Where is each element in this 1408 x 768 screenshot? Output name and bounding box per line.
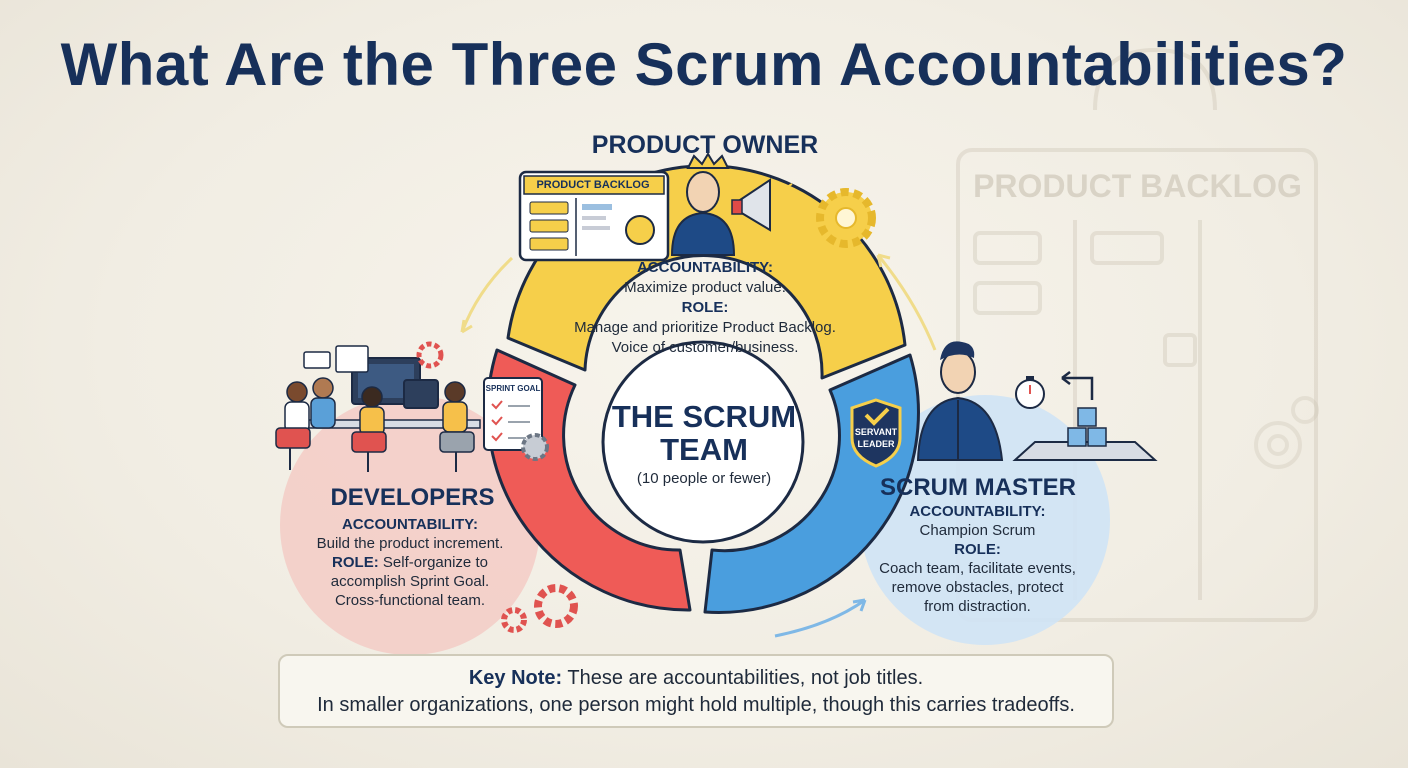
background-gear-icon	[1254, 396, 1319, 469]
badge-line-2: LEADER	[857, 439, 895, 449]
dev-accountability: Build the product increment.	[316, 535, 504, 552]
dev-role-line-1: Self-organize to	[382, 554, 488, 571]
sprint-goal-label: SPRINT GOAL	[485, 384, 541, 393]
scrum-team-center	[601, 340, 805, 544]
developers-circle	[280, 395, 540, 655]
sm-role-line-2: remove obstacles, protect	[891, 579, 1064, 596]
dev-role-label: ROLE:	[332, 554, 379, 571]
scrum-master-person-icon	[916, 341, 1004, 461]
developers-team-icon	[275, 345, 481, 472]
product-owner-heading: PRODUCT OWNER	[591, 131, 819, 159]
dev-role-line-3: Cross-functional team.	[334, 592, 486, 609]
cycle-arrows	[460, 253, 937, 638]
red-gears-icon	[501, 584, 578, 633]
po-accountability: Maximize product value.	[624, 279, 786, 296]
dev-role-line-2: accomplish Sprint Goal.	[330, 573, 490, 590]
product-backlog-board-icon	[518, 170, 670, 262]
developers-gear-icon	[416, 341, 444, 369]
arrow-right-icon	[876, 254, 937, 351]
po-role-line-1: Manage and prioritize Product Backlog.	[574, 319, 836, 336]
dev-accountability-label: ACCOUNTABILITY:	[341, 516, 479, 533]
arrow-bottom-icon	[774, 598, 866, 638]
sm-role-label: ROLE:	[954, 541, 1001, 558]
key-note-box: Key Note: These are accountabilities, no…	[278, 654, 1114, 728]
blocks-icon	[1012, 371, 1158, 461]
scrum-team-title-line-2: TEAM	[660, 432, 748, 467]
po-role-label: ROLE:	[681, 299, 729, 316]
po-role-line-2: Voice of customer/business.	[611, 339, 799, 356]
product-backlog-label: PRODUCT BACKLOG	[536, 179, 650, 191]
sm-accountability-label: ACCOUNTABILITY:	[909, 503, 1046, 520]
background-board-label: PRODUCT BACKLOG	[973, 168, 1302, 204]
po-accountability-label: ACCOUNTABILITY:	[636, 259, 774, 276]
key-note-line-1: These are accountabilities, not job titl…	[567, 667, 924, 689]
page-title: What Are the Three Scrum Accountabilitie…	[60, 31, 1348, 98]
stopwatch-icon	[1015, 376, 1045, 409]
scrum-master-heading: SCRUM MASTER	[880, 474, 1076, 501]
key-note-label: Key Note:	[468, 667, 563, 689]
product-owner-details: ACCOUNTABILITY: Maximize product value. …	[540, 258, 870, 358]
sm-accountability: Champion Scrum	[919, 522, 1036, 539]
scrum-team-title-line-1: THE SCRUM	[611, 399, 797, 434]
badge-line-1: SERVANT	[854, 427, 898, 437]
key-note-line-2: In smaller organizations, one person mig…	[317, 694, 1075, 716]
developers-details: ACCOUNTABILITY: Build the product increm…	[290, 515, 530, 610]
developers-heading: DEVELOPERS	[330, 484, 495, 511]
scrum-team-subtitle: (10 people or fewer)	[636, 470, 772, 487]
servant-leader-badge-icon	[850, 398, 902, 468]
product-owner-person-icon	[670, 152, 736, 256]
sm-role-line-1: Coach team, facilitate events,	[879, 560, 1076, 577]
scrum-team-title: THE SCRUM TEAM	[604, 400, 804, 466]
arrow-left-icon	[460, 256, 514, 333]
sm-role-line-3: from distraction.	[924, 598, 1031, 615]
sprint-goal-clipboard-icon	[483, 377, 549, 461]
scrum-master-details: ACCOUNTABILITY: Champion Scrum ROLE: Coa…	[855, 502, 1100, 616]
megaphone-icon	[731, 178, 796, 232]
gear-icon	[816, 188, 876, 248]
